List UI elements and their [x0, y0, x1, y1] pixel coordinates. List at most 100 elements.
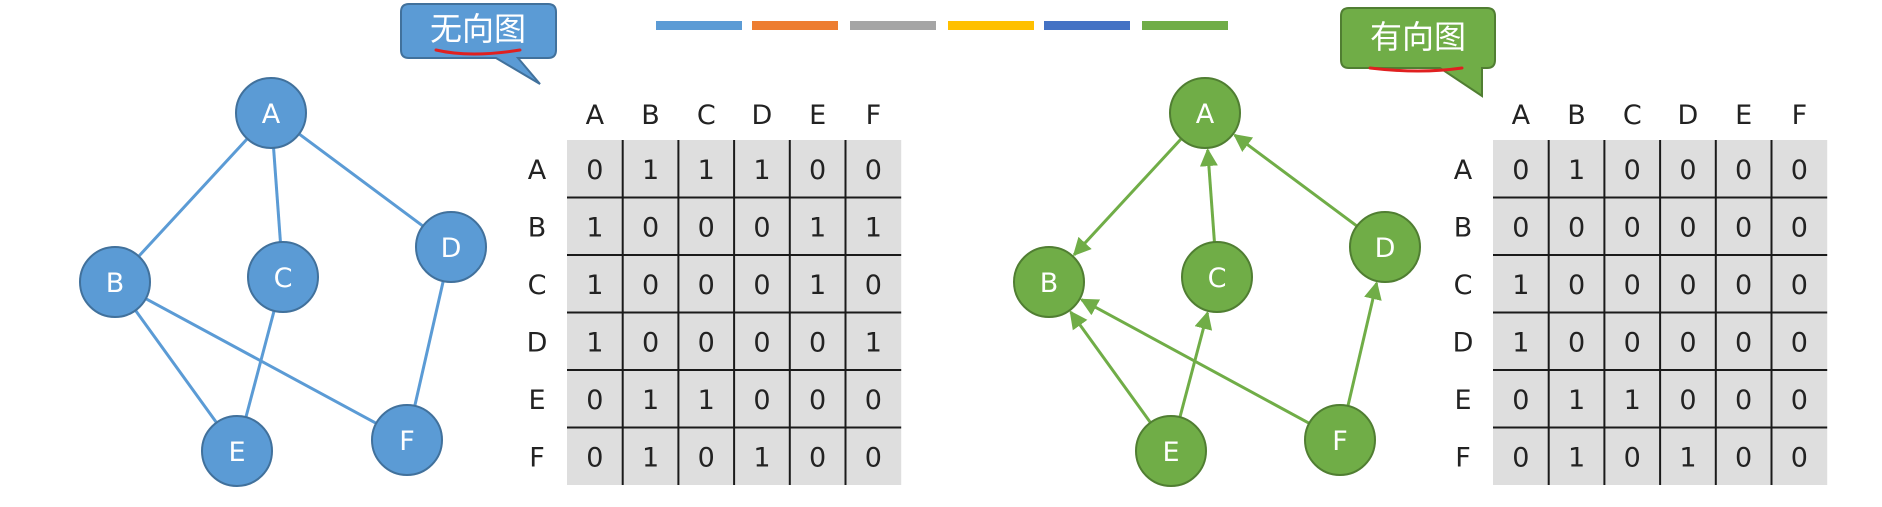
palette-swatch	[1044, 21, 1130, 30]
directed-node-a: A	[1169, 77, 1241, 149]
undirected-matrix-cell: 1	[586, 212, 603, 243]
directed-edge-d-a	[1233, 133, 1358, 228]
undirected-node-circle	[415, 211, 487, 283]
directed-edge-f-b	[1079, 298, 1310, 425]
undirected-edge-b-e	[134, 309, 218, 424]
undirected-edge-a-b	[137, 137, 249, 258]
undirected-node-a: A	[235, 77, 307, 149]
directed-col-header-e: E	[1735, 100, 1752, 131]
undirected-node-c: C	[247, 241, 319, 313]
directed-matrix-cell: 1	[1512, 327, 1529, 358]
undirected-row-header-b: B	[528, 212, 547, 243]
directed-node-circle	[1349, 211, 1421, 283]
undirected-node-circle	[235, 77, 307, 149]
undirected-matrix-cell: 0	[586, 442, 603, 473]
undirected-matrix-cell: 1	[753, 155, 770, 186]
directed-col-header-b: B	[1567, 100, 1586, 131]
directed-node-circle	[1013, 246, 1085, 318]
directed-node-c: C	[1181, 241, 1253, 313]
color-palette-strip	[656, 21, 1228, 30]
directed-matrix-cell: 0	[1735, 442, 1752, 473]
undirected-matrix-cell: 0	[586, 155, 603, 186]
directed-matrix-cell: 1	[1624, 385, 1641, 416]
undirected-matrix-cell: 1	[809, 270, 826, 301]
palette-swatch	[752, 21, 838, 30]
undirected-matrix-cell: 0	[809, 155, 826, 186]
undirected-node-label: D	[441, 233, 462, 264]
undirected-callout-label: 无向图	[430, 10, 526, 48]
directed-row-header-f: F	[1455, 442, 1471, 473]
directed-col-header-c: C	[1623, 100, 1642, 131]
undirected-matrix-cell: 0	[753, 270, 770, 301]
undirected-col-header-f: F	[866, 100, 882, 131]
directed-matrix-cell: 0	[1679, 327, 1696, 358]
undirected-matrix-cell: 0	[753, 212, 770, 243]
directed-matrix-cell: 0	[1735, 212, 1752, 243]
palette-swatch	[1142, 21, 1228, 30]
palette-swatch	[948, 21, 1034, 30]
undirected-node-label: E	[228, 437, 245, 468]
directed-node-label: A	[1196, 99, 1215, 130]
undirected-matrix-cell: 1	[586, 270, 603, 301]
directed-matrix-cell: 1	[1568, 155, 1585, 186]
directed-matrix-cell: 0	[1568, 270, 1585, 301]
directed-node-circle	[1181, 241, 1253, 313]
directed-matrix-cell: 0	[1791, 270, 1808, 301]
directed-matrix-cell: 0	[1624, 212, 1641, 243]
directed-matrix-cell: 1	[1512, 270, 1529, 301]
undirected-node-f: F	[371, 404, 443, 476]
undirected-matrix-cell: 1	[865, 327, 882, 358]
directed-col-header-a: A	[1512, 100, 1531, 131]
directed-node-d: D	[1349, 211, 1421, 283]
directed-matrix-cell: 0	[1568, 212, 1585, 243]
directed-node-f: F	[1304, 404, 1376, 476]
undirected-matrix-cell: 1	[642, 155, 659, 186]
directed-node-circle	[1169, 77, 1241, 149]
directed-row-header-d: D	[1453, 327, 1474, 358]
undirected-row-header-c: C	[528, 270, 547, 301]
directed-matrix-cell: 0	[1735, 155, 1752, 186]
undirected-node-circle	[201, 415, 273, 487]
undirected-col-header-b: B	[641, 100, 660, 131]
directed-row-header-b: B	[1454, 212, 1473, 243]
undirected-node-circle	[247, 241, 319, 313]
directed-matrix-cell: 0	[1679, 385, 1696, 416]
undirected-node-d: D	[415, 211, 487, 283]
directed-node-b: B	[1013, 246, 1085, 318]
directed-col-header-f: F	[1792, 100, 1808, 131]
directed-col-header-d: D	[1678, 100, 1699, 131]
directed-graph: A B C D E F	[1013, 77, 1421, 487]
undirected-matrix-cell: 1	[698, 155, 715, 186]
undirected-edge-d-f	[413, 280, 445, 407]
undirected-matrix-cell: 0	[865, 155, 882, 186]
undirected-matrix-cell: 1	[642, 442, 659, 473]
undirected-matrix-cell: 0	[809, 327, 826, 358]
directed-matrix-cell: 0	[1791, 155, 1808, 186]
directed-matrix-cell: 0	[1735, 385, 1752, 416]
directed-edge-c-a	[1199, 148, 1218, 243]
directed-matrix-cell: 0	[1679, 212, 1696, 243]
undirected-col-header-d: D	[752, 100, 773, 131]
undirected-matrix-cell: 0	[642, 270, 659, 301]
directed-matrix-cell: 0	[1735, 327, 1752, 358]
undirected-node-label: A	[262, 99, 281, 130]
undirected-node-circle	[371, 404, 443, 476]
directed-node-circle	[1135, 415, 1207, 487]
palette-swatch	[850, 21, 936, 30]
directed-edge-e-b	[1069, 310, 1152, 424]
directed-row-header-a: A	[1454, 155, 1473, 186]
directed-node-e: E	[1135, 415, 1207, 487]
undirected-col-header-a: A	[586, 100, 605, 131]
undirected-edge-c-e	[244, 310, 276, 418]
undirected-callout-underline	[434, 48, 522, 56]
undirected-matrix-cell: 0	[865, 442, 882, 473]
directed-matrix-cell: 0	[1512, 385, 1529, 416]
directed-matrix-cell: 0	[1512, 212, 1529, 243]
directed-edge-f-d	[1346, 281, 1382, 407]
undirected-matrix-cell: 0	[809, 385, 826, 416]
directed-matrix-cell: 0	[1512, 155, 1529, 186]
directed-matrix-cell: 0	[1568, 327, 1585, 358]
